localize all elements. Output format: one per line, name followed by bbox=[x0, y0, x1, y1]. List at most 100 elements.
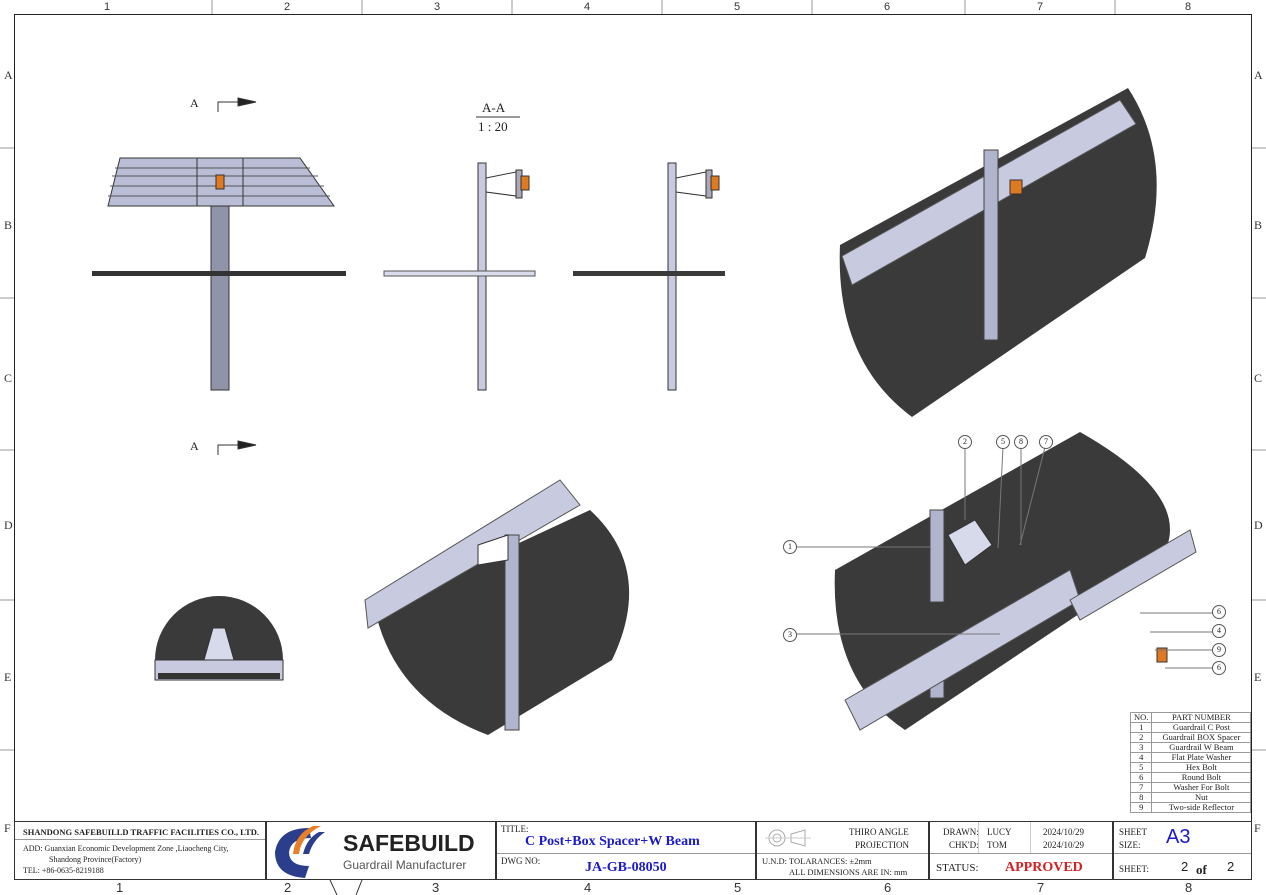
part-name: Two-side Reflector bbox=[1151, 802, 1252, 813]
iso-view-exploded bbox=[790, 432, 1214, 731]
zone-ticks bbox=[0, 0, 1266, 751]
detail-view bbox=[154, 596, 284, 681]
balloon-7: 7 bbox=[1039, 435, 1053, 449]
logo-tagline: Guardrail Manufacturer bbox=[343, 858, 467, 872]
sheet-label: SHEET: bbox=[1119, 864, 1150, 874]
zone-row-a: A bbox=[1254, 68, 1263, 82]
iso-view-rear bbox=[364, 479, 630, 735]
balloon-4: 4 bbox=[1212, 624, 1226, 638]
part-no: 7 bbox=[1129, 782, 1153, 793]
part-name: Flat Plate Washer bbox=[1151, 752, 1252, 763]
status-label: STATUS: bbox=[936, 862, 979, 874]
sheet-size-label: SIZE: bbox=[1119, 840, 1141, 850]
sheet-number: 2 bbox=[1181, 859, 1189, 874]
projection-symbol-icon bbox=[765, 829, 811, 847]
balloon-2: 2 bbox=[958, 435, 972, 449]
zone-col-3: 3 bbox=[434, 1, 441, 13]
zone-row-f: F bbox=[1254, 821, 1261, 835]
section-arrow-bottom bbox=[217, 440, 257, 455]
projection-line-2: PROJECTION bbox=[855, 840, 910, 850]
drawn-label: DRAWN: bbox=[943, 827, 979, 837]
zone-col-8: 8 bbox=[1185, 880, 1193, 895]
part-name: Hex Bolt bbox=[1151, 762, 1252, 773]
part-no: 6 bbox=[1129, 772, 1153, 783]
company-address-1: ADD: Guanxian Economic Development Zone … bbox=[23, 844, 229, 853]
zone-row-d: D bbox=[4, 518, 13, 532]
side-view-2 bbox=[573, 162, 725, 391]
zone-row-c: C bbox=[4, 371, 13, 385]
zone-row-f: F bbox=[4, 821, 11, 835]
part-no: 4 bbox=[1129, 752, 1153, 763]
drawn-by: LUCY bbox=[987, 827, 1012, 837]
zone-col-4: 4 bbox=[584, 880, 592, 895]
part-no: 2 bbox=[1129, 732, 1153, 743]
zone-col-5: 5 bbox=[734, 1, 741, 13]
zone-col-3: 3 bbox=[432, 880, 440, 895]
zone-row-a: A bbox=[4, 68, 13, 82]
zone-row-b: B bbox=[4, 218, 13, 232]
company-address-2: Shandong Province(Factory) bbox=[49, 855, 142, 864]
zone-col-5: 5 bbox=[734, 880, 742, 895]
balloon-3: 3 bbox=[783, 628, 797, 642]
sheet-total: 2 bbox=[1227, 859, 1235, 874]
approval-cell: DRAWN: LUCY 2024/10/29 CHK'D: TOM 2024/1… bbox=[929, 821, 1113, 880]
part-no: 3 bbox=[1129, 742, 1153, 753]
section-arrow-top bbox=[217, 97, 257, 112]
zone-row-e: E bbox=[4, 670, 12, 684]
sheet-size: A3 bbox=[1166, 826, 1191, 848]
zone-row-e: E bbox=[1254, 670, 1262, 684]
zone-row-d: D bbox=[1254, 518, 1263, 532]
parts-header-no: NO. bbox=[1129, 712, 1153, 723]
side-view bbox=[383, 162, 536, 391]
logo-mark-icon bbox=[275, 826, 325, 878]
part-no: 8 bbox=[1129, 792, 1153, 803]
projection-line-1: THIRO ANGLE bbox=[849, 827, 909, 837]
zone-col-4: 4 bbox=[584, 1, 591, 13]
part-name: Guardrail BOX Spacer bbox=[1151, 732, 1252, 743]
balloon-5: 5 bbox=[996, 435, 1010, 449]
section-title: A-A bbox=[482, 100, 506, 115]
drawing-title-cell: TITLE: C Post+Box Spacer+W Beam DWG NO: … bbox=[496, 821, 756, 880]
projection-cell: THIRO ANGLE PROJECTION U.N.D: TOLARANCES… bbox=[756, 821, 929, 880]
checked-date: 2024/10/29 bbox=[1043, 840, 1085, 850]
company-name: SHANDONG SAFEBUILLD TRAFFIC FACILITIES C… bbox=[23, 827, 260, 837]
zone-col-7: 7 bbox=[1037, 880, 1045, 895]
title-label: TITLE: bbox=[501, 824, 529, 834]
part-name: Round Bolt bbox=[1151, 772, 1252, 783]
part-no: 5 bbox=[1129, 762, 1153, 773]
front-view bbox=[92, 157, 346, 391]
iso-view-assembled bbox=[839, 88, 1157, 417]
part-no: 1 bbox=[1129, 722, 1153, 733]
sheet-of: of bbox=[1196, 862, 1207, 877]
balloon-1: 1 bbox=[783, 540, 797, 554]
dimensions-unit-text: ALL DIMENSIONS ARE IN: mm bbox=[789, 867, 908, 877]
company-logo: SAFEBUILD Guardrail Manufacturer bbox=[266, 821, 496, 880]
balloon-9: 9 bbox=[1212, 643, 1226, 657]
sheet-size-label: SHEET bbox=[1119, 827, 1147, 837]
zone-col-7: 7 bbox=[1037, 1, 1044, 13]
part-name: Washer For Bolt bbox=[1151, 782, 1252, 793]
part-name: Guardrail W Beam bbox=[1151, 742, 1252, 753]
logo-name: SAFEBUILD bbox=[343, 830, 475, 856]
part-no: 9 bbox=[1129, 802, 1153, 813]
tolerance-text: U.N.D: TOLARANCES: ±2mm bbox=[762, 856, 872, 866]
balloon-6: 6 bbox=[1212, 661, 1226, 675]
zone-col-8: 8 bbox=[1185, 1, 1192, 13]
company-tel: TEL: +86-0635-8219188 bbox=[23, 866, 104, 875]
company-info: SHANDONG SAFEBUILLD TRAFFIC FACILITIES C… bbox=[14, 821, 266, 880]
section-marker-label: A bbox=[190, 96, 199, 110]
balloon-8: 8 bbox=[1014, 435, 1028, 449]
zone-col-6: 6 bbox=[884, 880, 892, 895]
section-marker-label: A bbox=[190, 439, 199, 453]
